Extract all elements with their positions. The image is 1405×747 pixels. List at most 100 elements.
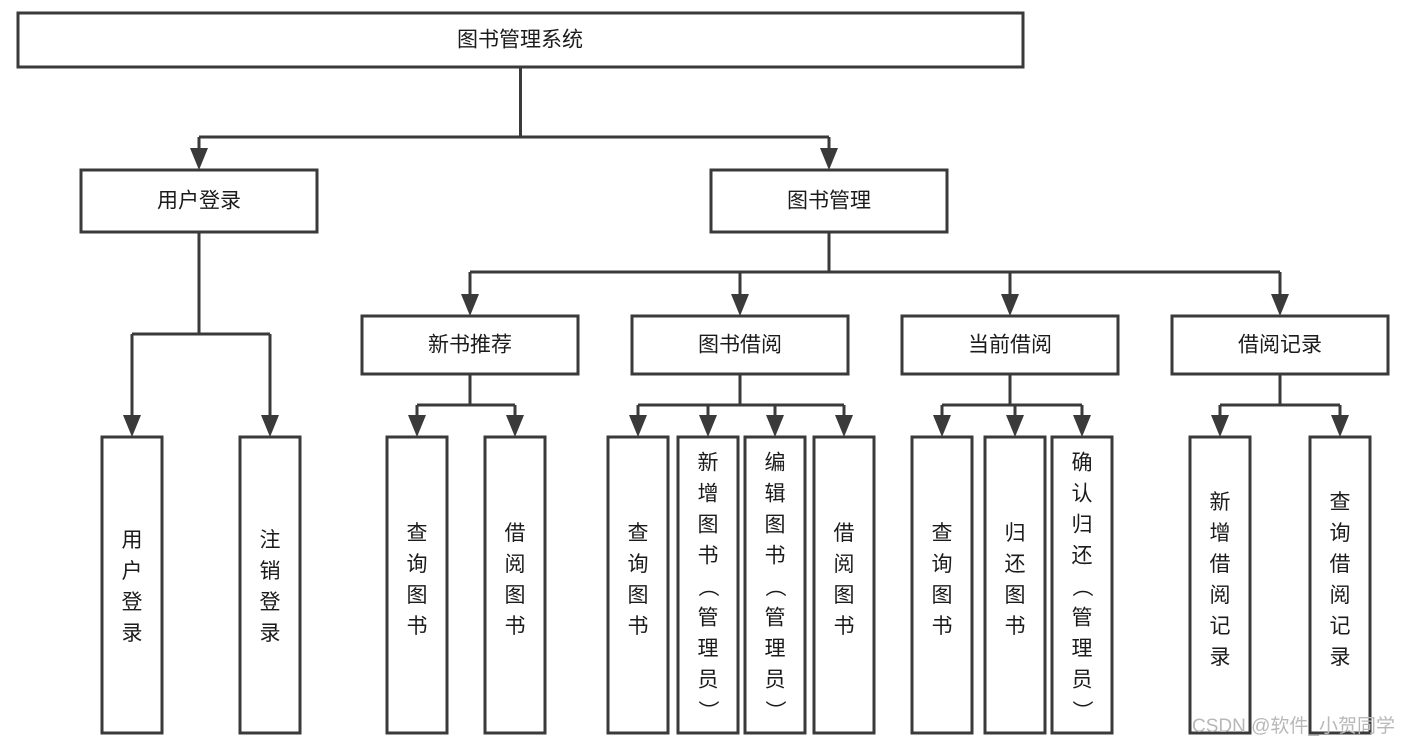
svg-text:录: 录: [1330, 646, 1351, 669]
svg-text:阅: 阅: [834, 553, 855, 576]
svg-text:辑: 辑: [765, 483, 786, 506]
arrow-to-book-management: [820, 148, 838, 170]
svg-text:还: 还: [1072, 545, 1093, 568]
arrow-to-leaf-user-login: [123, 415, 141, 437]
arrow-to-leaf-query-borrow-record: [1331, 415, 1349, 437]
svg-text:归: 归: [1072, 514, 1093, 537]
node-user-login[interactable]: 用户登录: [79, 168, 319, 234]
node-book-management[interactable]: 图书管理: [709, 168, 949, 234]
svg-text:查: 查: [1330, 491, 1351, 514]
arrow-to-leaf-edit-book-admin: [766, 415, 784, 437]
node-leaf-borrow-books-box[interactable]: [812, 435, 876, 735]
node-book-management-box[interactable]: [709, 168, 949, 234]
node-user-login-box[interactable]: [79, 168, 319, 234]
node-new-book-recommend-label: 新书推荐: [428, 334, 512, 357]
connector-group-user-login-to-leaves: [123, 232, 279, 437]
node-leaf-query-books-current-box[interactable]: [910, 435, 974, 735]
svg-text:图: 图: [932, 584, 953, 607]
svg-text:借: 借: [834, 522, 855, 545]
node-root-box[interactable]: [16, 11, 1025, 69]
node-leaf-return-books-box[interactable]: [983, 435, 1047, 735]
node-borrow-records-box[interactable]: [1170, 314, 1390, 376]
node-new-book-recommend[interactable]: 新书推荐: [360, 314, 580, 376]
svg-text:图: 图: [407, 584, 428, 607]
node-leaf-user-login-box[interactable]: [100, 435, 164, 735]
svg-text:书: 书: [698, 545, 719, 568]
svg-text:（: （: [696, 576, 719, 597]
svg-text:认: 认: [1072, 483, 1093, 506]
arrow-to-leaf-add-borrow-record: [1211, 415, 1229, 437]
svg-text:）: ）: [1070, 700, 1093, 721]
node-user-login-label: 用户登录: [157, 190, 241, 213]
node-leaf-user-login[interactable]: 用户登录: [100, 435, 164, 735]
arrow-to-leaf-logout-login: [261, 415, 279, 437]
node-leaf-logout-login-box[interactable]: [238, 435, 302, 735]
svg-text:阅: 阅: [505, 553, 526, 576]
connector-group-book-management-to-level3: [461, 232, 1289, 316]
node-book-borrow-box[interactable]: [630, 314, 850, 376]
node-leaf-borrow-books-recommend-box[interactable]: [483, 435, 547, 735]
node-leaf-query-borrow-record-box[interactable]: [1308, 435, 1372, 735]
node-leaf-add-book-admin-box[interactable]: [676, 435, 740, 735]
arrow-to-leaf-add-book-admin: [699, 415, 717, 437]
svg-text:图: 图: [698, 514, 719, 537]
node-current-borrow-box[interactable]: [900, 314, 1120, 376]
svg-text:归: 归: [1005, 522, 1026, 545]
svg-text:录: 录: [122, 622, 143, 645]
node-current-borrow[interactable]: 当前借阅: [900, 314, 1120, 376]
svg-text:登: 登: [122, 591, 143, 614]
connector-group-book-borrow-to-leaves: [629, 374, 853, 437]
svg-text:销: 销: [260, 560, 281, 583]
node-leaf-add-borrow-record-box[interactable]: [1188, 435, 1252, 735]
node-leaf-edit-book-admin-box[interactable]: [743, 435, 807, 735]
node-leaf-query-books-borrow-box[interactable]: [606, 435, 670, 735]
connector-group-new-book-recommend-to-leaves: [408, 374, 524, 437]
svg-text:书: 书: [1005, 615, 1026, 638]
svg-text:员: 员: [1072, 669, 1093, 692]
svg-text:询: 询: [1330, 522, 1351, 545]
node-book-management-label: 图书管理: [787, 190, 871, 213]
svg-text:记: 记: [1210, 615, 1231, 638]
svg-text:管: 管: [765, 607, 786, 630]
node-leaf-user-login-label: 用户登录: [122, 529, 143, 645]
svg-text:登: 登: [260, 591, 281, 614]
svg-text:阅: 阅: [1210, 584, 1231, 607]
arrow-to-leaf-borrow-books-recommend: [506, 415, 524, 437]
svg-text:查: 查: [628, 522, 649, 545]
node-leaf-query-books-recommend-box[interactable]: [385, 435, 449, 735]
node-book-borrow[interactable]: 图书借阅: [630, 314, 850, 376]
svg-text:增: 增: [698, 483, 719, 506]
arrow-to-leaf-borrow-books: [835, 415, 853, 437]
svg-text:记: 记: [1330, 615, 1351, 638]
svg-text:录: 录: [260, 622, 281, 645]
svg-text:图: 图: [628, 584, 649, 607]
node-root[interactable]: 图书管理系统: [16, 11, 1025, 69]
arrow-to-leaf-confirm-return-admin: [1073, 415, 1091, 437]
node-new-book-recommend-box[interactable]: [360, 314, 580, 376]
node-leaf-confirm-return-admin-box[interactable]: [1050, 435, 1114, 735]
svg-text:书: 书: [834, 615, 855, 638]
arrow-to-leaf-query-books-current: [933, 415, 951, 437]
arrow-to-book-borrow: [731, 294, 749, 316]
node-borrow-records[interactable]: 借阅记录: [1170, 314, 1390, 376]
svg-text:确: 确: [1072, 452, 1093, 475]
